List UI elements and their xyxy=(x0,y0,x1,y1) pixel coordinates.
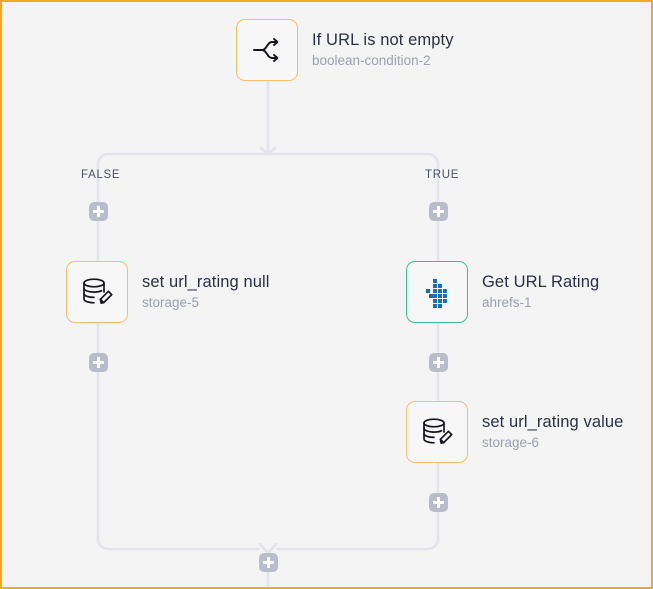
node-title: set url_rating value xyxy=(482,413,624,431)
node-subtitle: storage-5 xyxy=(142,295,200,310)
node-label-group: Get URL Rating ahrefs-1 xyxy=(482,272,599,312)
node-storage-5[interactable]: set url_rating null storage-5 xyxy=(66,261,270,323)
add-node-button-below-storage-6[interactable] xyxy=(429,493,448,512)
node-boolean-condition-2[interactable]: If URL is not empty boolean-condition-2 xyxy=(236,19,454,81)
node-ahrefs-1[interactable]: Get URL Rating ahrefs-1 xyxy=(406,261,599,323)
database-edit-icon xyxy=(423,418,453,445)
node-title: set url_rating null xyxy=(142,273,270,291)
add-node-button-below-ahrefs-1[interactable] xyxy=(429,353,448,372)
add-node-button-false-top[interactable] xyxy=(89,202,108,221)
add-node-button-true-top[interactable] xyxy=(429,202,448,221)
node-storage-6[interactable]: set url_rating value storage-6 xyxy=(406,401,623,463)
node-icon-box[interactable] xyxy=(406,401,468,463)
database-edit-icon xyxy=(83,278,113,305)
node-label-group: If URL is not empty boolean-condition-2 xyxy=(312,30,454,70)
branch-split-icon xyxy=(253,38,279,62)
branch-label-false: FALSE xyxy=(81,169,121,181)
node-label-group: set url_rating value storage-6 xyxy=(482,412,623,452)
node-icon-box[interactable] xyxy=(406,261,468,323)
branch-label-true: TRUE xyxy=(425,169,460,181)
node-title: If URL is not empty xyxy=(312,31,454,49)
node-label-group: set url_rating null storage-5 xyxy=(142,272,270,312)
add-node-button-below-storage-5[interactable] xyxy=(89,353,108,372)
node-subtitle: storage-6 xyxy=(482,435,540,450)
ahrefs-cursor-icon xyxy=(426,279,447,308)
node-subtitle: ahrefs-1 xyxy=(482,295,532,310)
node-title: Get URL Rating xyxy=(482,273,600,291)
add-node-button-after-merge[interactable] xyxy=(259,553,278,572)
node-subtitle: boolean-condition-2 xyxy=(312,53,431,68)
node-icon-box[interactable] xyxy=(66,261,128,323)
node-icon-box[interactable] xyxy=(236,19,298,81)
